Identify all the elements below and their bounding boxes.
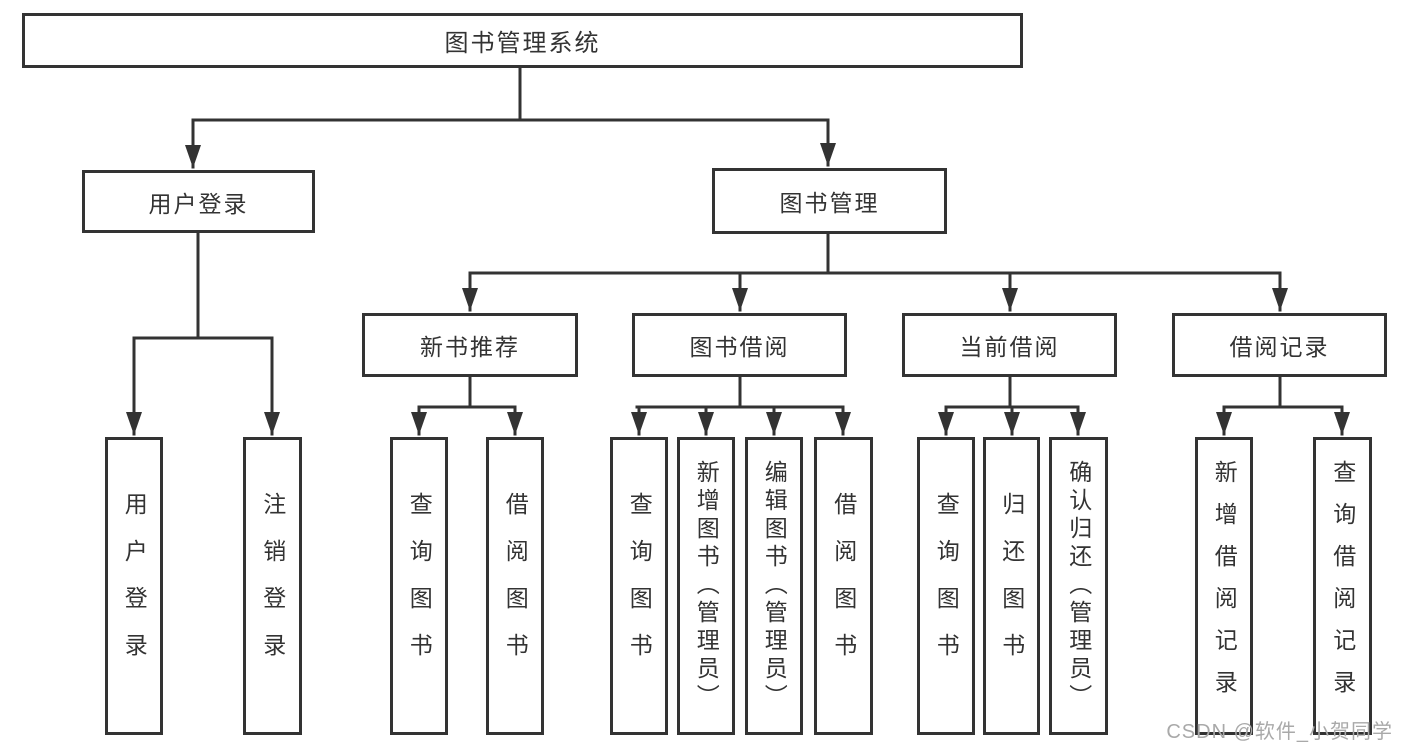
watermark: CSDN @软件_小贺同学 (1166, 721, 1393, 743)
vertical-label: 新增借阅记录 (1211, 460, 1238, 712)
box-return-books: 归还图书 (983, 437, 1040, 735)
box-recommend-borrow-books: 借阅图书 (486, 437, 544, 735)
vertical-label: 查询图书 (933, 492, 960, 680)
box-library-management-system: 图书管理系统 (22, 13, 1023, 68)
vertical-label: 编辑图书（管理员） (761, 460, 788, 712)
box-current-query-books: 查询图书 (917, 437, 975, 735)
box-query-borrow-record: 查询借阅记录 (1313, 437, 1372, 735)
vertical-label: 用户登录 (121, 492, 148, 680)
box-confirm-return-admin: 确认归还（管理员） (1049, 437, 1108, 735)
box-new-book-recommendation: 新书推荐 (362, 313, 578, 377)
box-book-management: 图书管理 (712, 168, 947, 234)
vertical-label: 查询借阅记录 (1329, 460, 1356, 712)
vertical-label: 确认归还（管理员） (1065, 460, 1092, 712)
vertical-label: 新增图书（管理员） (693, 460, 720, 712)
box-current-borrowing: 当前借阅 (902, 313, 1117, 377)
box-borrowing-query-books: 查询图书 (610, 437, 668, 735)
vertical-label: 借阅图书 (830, 492, 857, 680)
box-user-login-branch: 用户登录 (82, 170, 315, 233)
box-recommend-query-books: 查询图书 (390, 437, 448, 735)
box-book-borrowing: 图书借阅 (632, 313, 847, 377)
box-borrowing-records: 借阅记录 (1172, 313, 1387, 377)
box-add-books-admin: 新增图书（管理员） (677, 437, 735, 735)
vertical-label: 查询图书 (626, 492, 653, 680)
box-add-borrow-record: 新增借阅记录 (1195, 437, 1253, 735)
box-borrow-books: 借阅图书 (814, 437, 873, 735)
vertical-label: 注销登录 (259, 492, 286, 680)
vertical-label: 查询图书 (406, 492, 433, 680)
box-user-login: 用户登录 (105, 437, 163, 735)
box-logout: 注销登录 (243, 437, 302, 735)
vertical-label: 借阅图书 (502, 492, 529, 680)
vertical-label: 归还图书 (998, 492, 1025, 680)
box-edit-books-admin: 编辑图书（管理员） (745, 437, 803, 735)
